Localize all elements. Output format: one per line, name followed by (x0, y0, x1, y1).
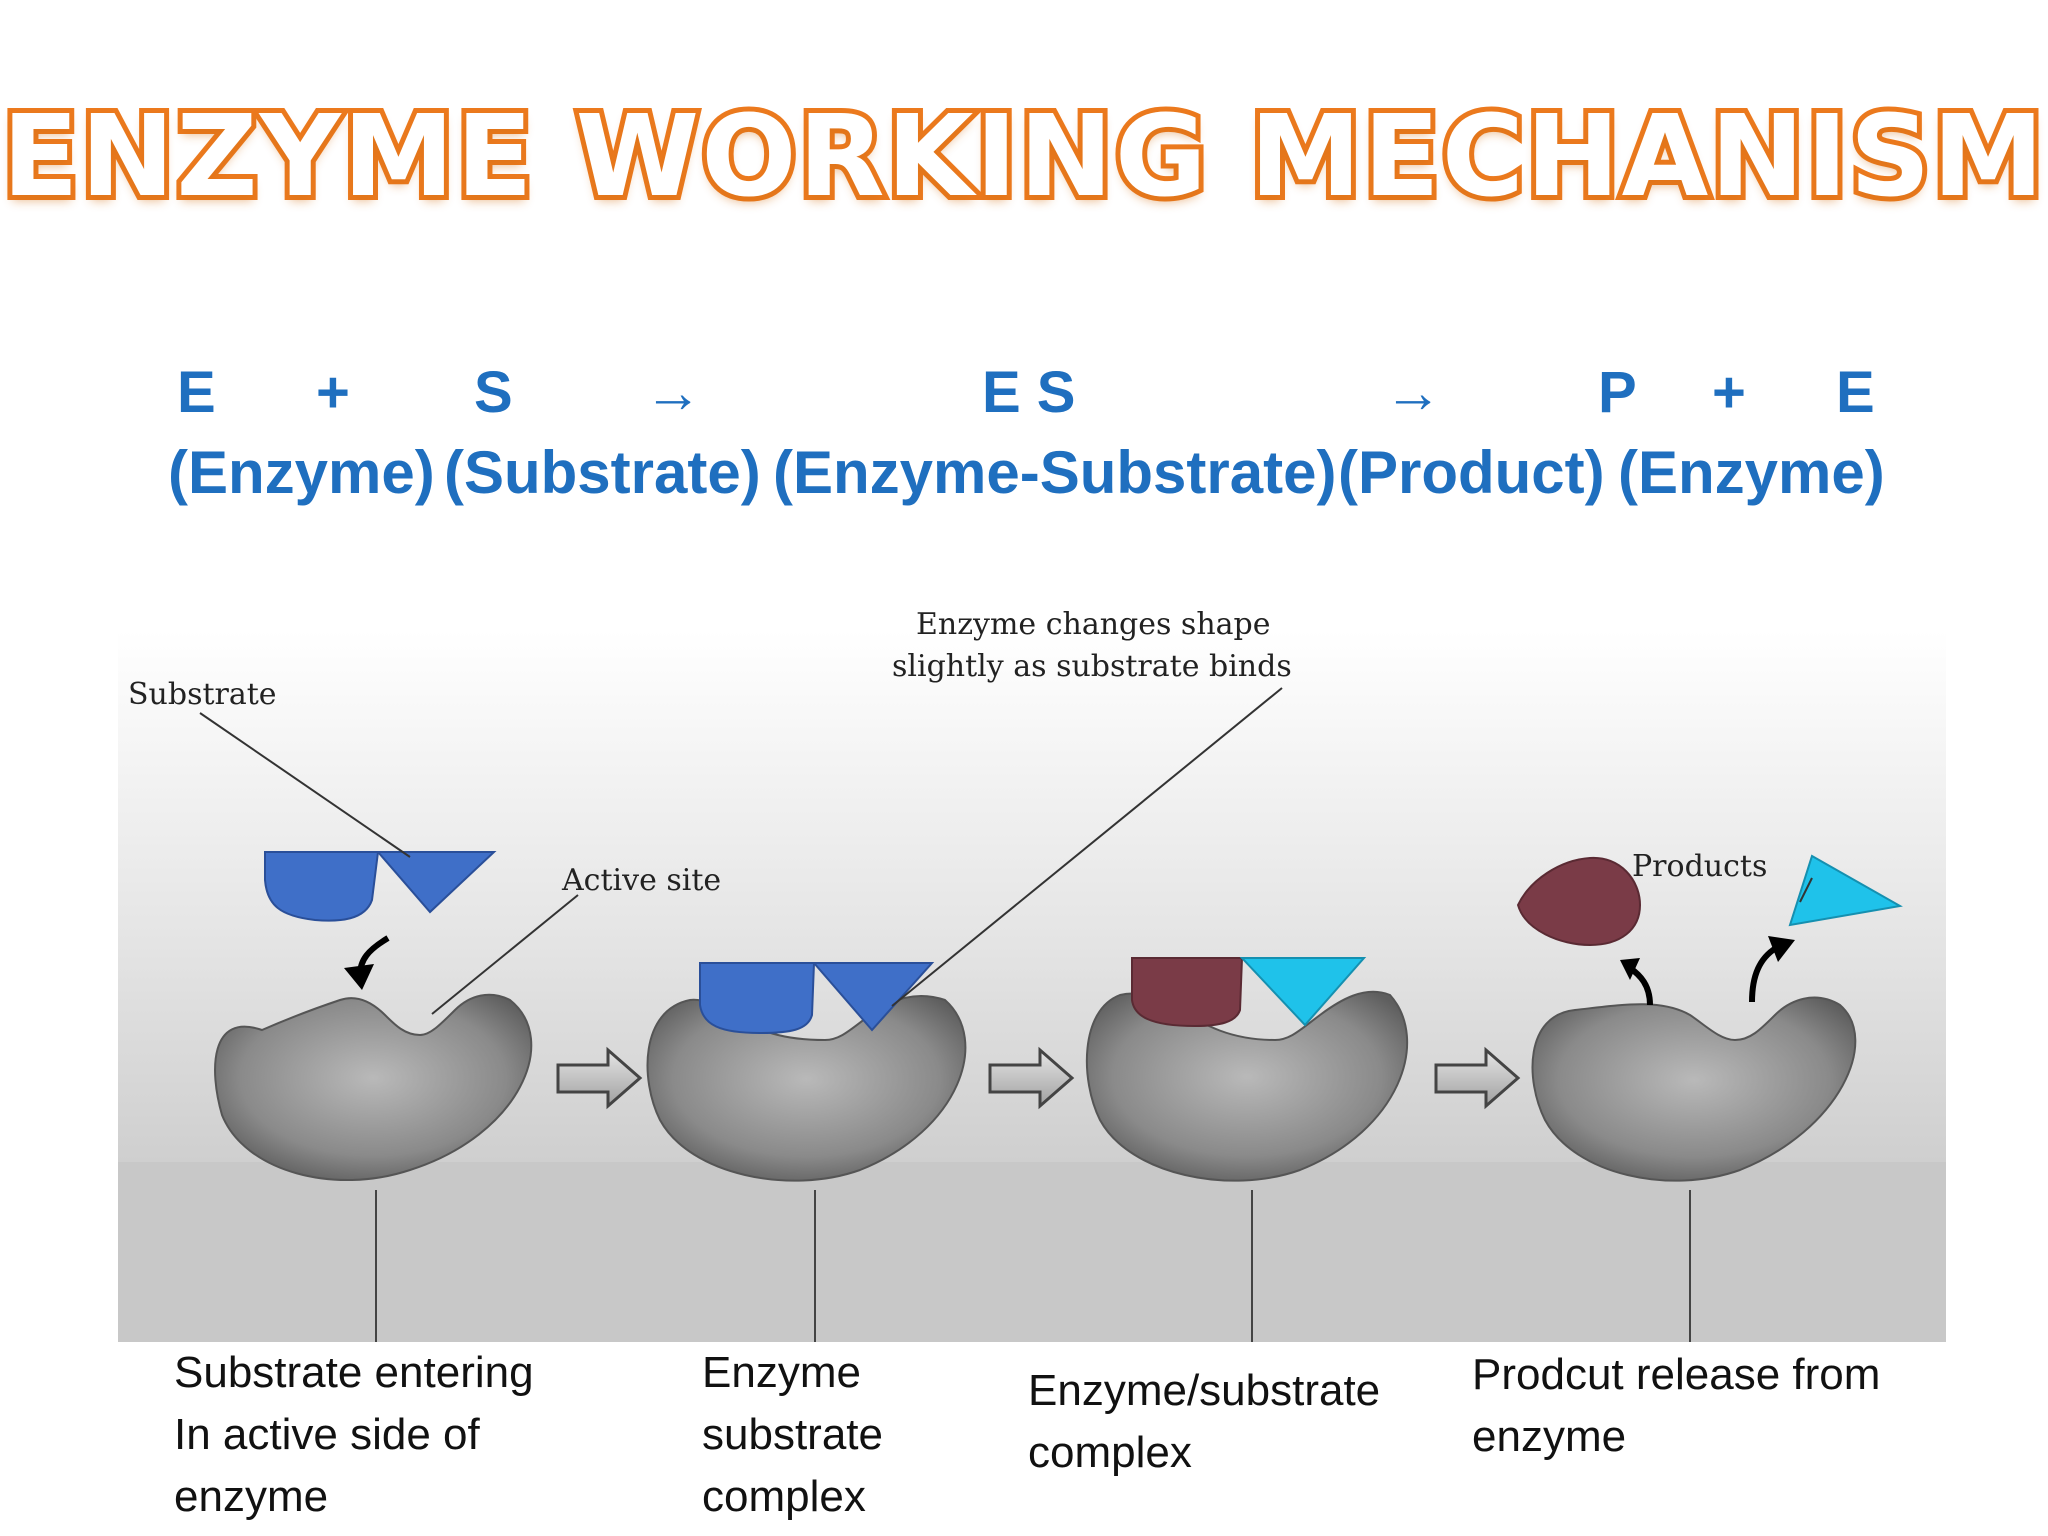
product-cyan-3 (1239, 957, 1367, 1027)
eq-symbol-plus-2: + (1712, 360, 1746, 425)
stage-arrow-1 (556, 1046, 643, 1110)
eq-symbol-enzyme-2: E (1836, 360, 1875, 425)
enzyme-3 (1085, 990, 1409, 1182)
eq-name-substrate: (Substrate) (444, 439, 761, 506)
substrate-half-circle-2 (699, 962, 816, 1035)
eq-name-product: (Product) (1338, 439, 1605, 506)
eq-symbol-enzyme: E (177, 360, 216, 425)
stage-arrow-3 (1434, 1046, 1521, 1110)
leader-shape-change (891, 687, 1283, 1007)
diagram-floor (118, 1162, 1946, 1342)
eq-symbol-plus: + (316, 360, 350, 425)
eq-arrow-1: → (644, 360, 702, 425)
substrate-triangle-2 (811, 962, 935, 1032)
eq-symbol-complex: E S (982, 360, 1076, 425)
enzyme-1 (214, 993, 533, 1181)
label-shape-change-line2: slightly as substrate binds (892, 649, 1292, 684)
curved-arrow-1-head (344, 964, 374, 990)
leader-active-site (431, 894, 579, 1015)
page-title: ENZYME WORKING MECHANISM (0, 87, 2048, 227)
enzyme-2 (646, 994, 967, 1182)
label-products: Products (1632, 849, 1767, 884)
enzyme-4 (1531, 996, 1857, 1182)
label-shape-change-line1: Enzyme changes shape (916, 607, 1271, 642)
eq-symbol-substrate: S (474, 360, 513, 425)
eq-name-enzyme-2: (Enzyme) (1618, 439, 1885, 506)
substrate-triangle-1 (375, 851, 497, 914)
substrate-half-circle-1 (264, 851, 380, 922)
product-maroon-3 (1131, 957, 1244, 1028)
caption-stage-3: Enzyme/substrate complex (1028, 1366, 1381, 1477)
leader-products (1799, 877, 1813, 903)
product-cyan-4 (1788, 854, 1903, 927)
stage-arrow-2 (988, 1046, 1075, 1110)
caption-stage-4: Prodcut release from enzyme (1472, 1350, 1881, 1461)
caption-stage-2: Enzyme substrate complex (702, 1348, 883, 1521)
eq-name-complex: (Enzyme-Substrate) (773, 439, 1337, 506)
product-maroon-4 (1516, 856, 1642, 947)
release-arrow-2-head (1768, 936, 1795, 962)
eq-name-enzyme: (Enzyme) (168, 439, 435, 506)
label-active-site: Active site (561, 863, 721, 898)
release-arrow-2 (1749, 945, 1778, 1003)
leader-substrate (199, 712, 411, 858)
release-arrow-1-head (1620, 958, 1640, 980)
eq-arrow-2: → (1384, 360, 1442, 425)
caption-stage-1: Substrate entering In active side of enz… (174, 1348, 534, 1521)
label-substrate: Substrate (128, 677, 277, 712)
eq-symbol-product: P (1598, 360, 1637, 425)
